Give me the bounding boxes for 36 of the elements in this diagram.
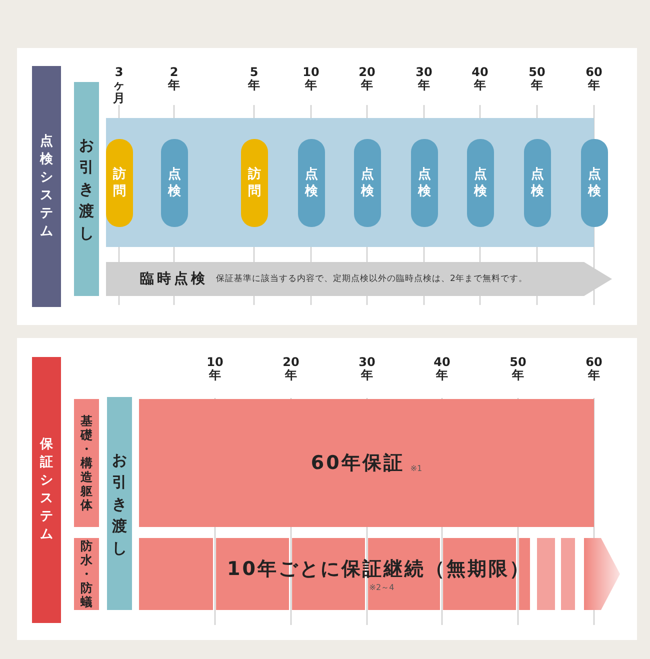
warranty-bar xyxy=(139,399,594,527)
tick-label: 40年 xyxy=(470,66,490,92)
system-label-bar: 保証システム xyxy=(32,357,61,623)
tick-label: 20年 xyxy=(282,356,300,382)
footnote-mark: ※2～4 xyxy=(369,582,394,592)
tick-label: 60年 xyxy=(584,356,604,382)
tick-label: 30年 xyxy=(358,356,376,382)
tick-label: 3ヶ月 xyxy=(112,66,126,105)
system-label-bar: 点検システム xyxy=(32,66,61,307)
visit-pill: 訪問 xyxy=(241,139,268,227)
tick-label: 30年 xyxy=(414,66,434,92)
inspection-pill: 点検 xyxy=(581,139,608,227)
tick-label: 5年 xyxy=(246,66,261,92)
tick-label: 20年 xyxy=(358,66,376,92)
tick-label: 60年 xyxy=(584,66,604,92)
handover-bar: お引き渡し xyxy=(74,82,99,296)
handover-bar: お引き渡し xyxy=(107,397,132,610)
inspection-pill: 点検 xyxy=(467,139,494,227)
note-text: 保証基準に該当する内容で、定期点検以外の臨時点検は、2年まで無料です。 xyxy=(216,273,528,285)
tick-label: 2年 xyxy=(166,66,181,92)
inspection-pill: 点検 xyxy=(161,139,188,227)
tick-label: 10年 xyxy=(302,66,320,92)
tick-label: 50年 xyxy=(508,356,528,382)
inspection-pill: 点検 xyxy=(354,139,381,227)
inspection-pill: 点検 xyxy=(411,139,438,227)
visit-pill: 訪問 xyxy=(106,139,133,227)
tick-label: 40年 xyxy=(432,356,452,382)
category-bar: 防水・防蟻 xyxy=(74,538,99,610)
bar-title: 60年保証 xyxy=(310,451,404,476)
inspection-pill: 点検 xyxy=(524,139,551,227)
footnote-mark: ※1 xyxy=(410,464,422,473)
tick-label: 50年 xyxy=(528,66,546,92)
inspection-pill: 点検 xyxy=(298,139,325,227)
tick-label: 10年 xyxy=(206,356,224,382)
bar-title: 臨時点検 xyxy=(140,270,208,288)
category-bar: 基礎・構造躯体 xyxy=(74,399,99,527)
